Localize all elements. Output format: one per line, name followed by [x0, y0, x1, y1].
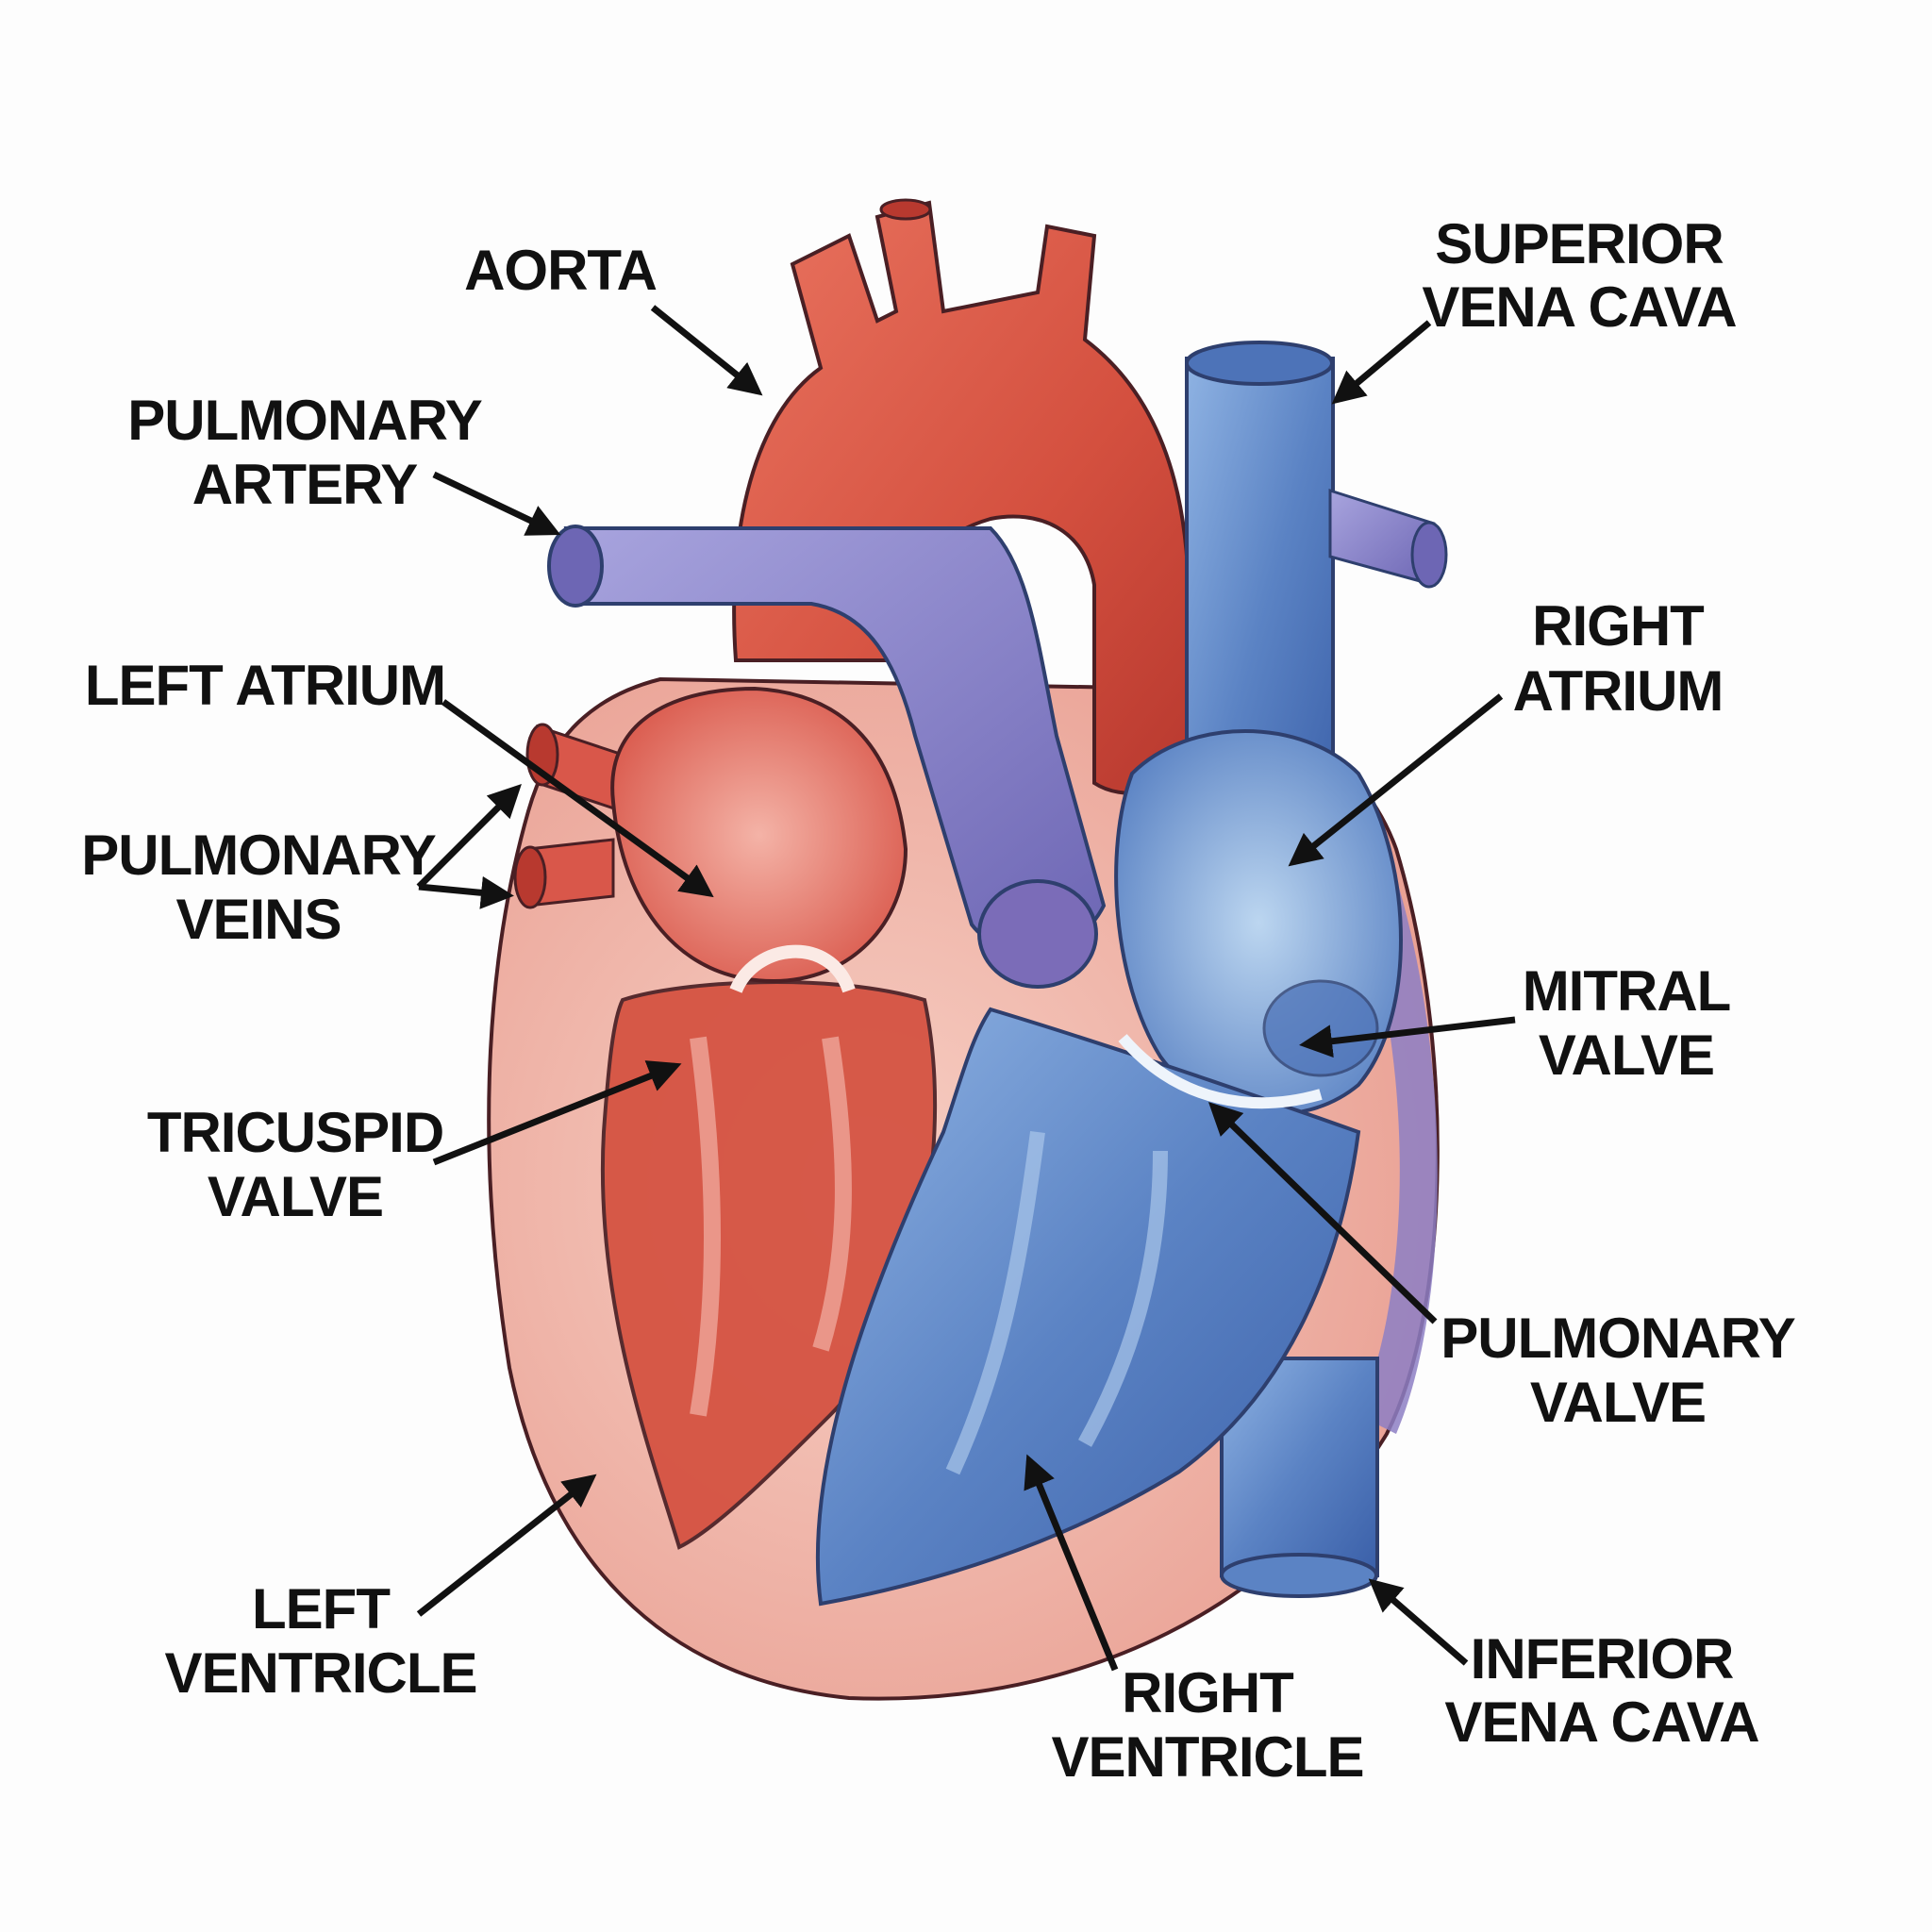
- label-right-ventricle-line2: VENTRICLE: [1051, 1725, 1363, 1789]
- label-tricuspid-valve-line2: VALVE: [208, 1165, 383, 1228]
- arrow-left-atrium: [441, 699, 714, 898]
- arrow-inferior-vena-cava: [1368, 1578, 1469, 1666]
- arrow-pulmonary-veins-upper: [416, 784, 522, 890]
- vena-cava-vessels: [1185, 341, 1448, 1598]
- right-ventricle-chamber: [815, 1007, 1361, 1607]
- arrow-superior-vena-cava: [1331, 320, 1432, 405]
- labels: AORTA SUPERIOR VENA CAVA PULMONARY ARTER…: [81, 212, 1796, 1789]
- arrow-right-ventricle: [1024, 1454, 1119, 1672]
- label-pulmonary-artery-line2: ARTERY: [192, 453, 418, 516]
- label-right-ventricle-line1: RIGHT: [1122, 1661, 1293, 1724]
- pulmonary-artery-vessel: [547, 525, 1107, 989]
- right-atrium-chamber: [1114, 729, 1403, 1117]
- arrow-mitral-valve: [1299, 1016, 1516, 1058]
- label-tricuspid-valve-line1: TRICUSPID: [147, 1101, 443, 1164]
- label-pulmonary-veins-line2: VEINS: [175, 888, 341, 951]
- left-ventricle-chamber: [600, 944, 938, 1550]
- label-inferior-vena-cava-line1: INFERIOR: [1471, 1627, 1734, 1690]
- label-superior-vena-cava-line2: VENA CAVA: [1422, 275, 1736, 339]
- label-left-ventricle-line1: LEFT: [252, 1577, 390, 1641]
- label-left-ventricle-line2: VENTRICLE: [164, 1641, 476, 1705]
- arrow-tricuspid-valve: [432, 1060, 682, 1166]
- label-pulmonary-valve-line2: VALVE: [1530, 1371, 1706, 1434]
- label-pulmonary-veins-line1: PULMONARY: [81, 824, 436, 887]
- label-right-atrium-line2: ATRIUM: [1513, 659, 1724, 723]
- label-pulmonary-valve-line1: PULMONARY: [1441, 1307, 1795, 1370]
- label-aorta: AORTA: [464, 239, 657, 302]
- arrow-left-ventricle: [416, 1474, 597, 1617]
- label-superior-vena-cava-line1: SUPERIOR: [1435, 212, 1724, 275]
- label-right-atrium-line1: RIGHT: [1532, 594, 1704, 658]
- label-left-atrium: LEFT ATRIUM: [85, 654, 445, 717]
- label-arrows: [416, 305, 1516, 1672]
- arrow-aorta: [650, 305, 763, 396]
- label-pulmonary-artery-line1: PULMONARY: [127, 389, 482, 452]
- arrow-pulmonary-veins-lower: [418, 875, 514, 909]
- arrow-pulmonary-valve: [1208, 1102, 1438, 1324]
- label-mitral-valve-line2: VALVE: [1539, 1024, 1714, 1087]
- label-mitral-valve-line1: MITRAL: [1523, 959, 1731, 1023]
- arrow-pulmonary-artery: [432, 471, 561, 536]
- label-inferior-vena-cava-line2: VENA CAVA: [1444, 1690, 1758, 1754]
- left-atrium-chamber: [610, 686, 908, 984]
- arrow-right-atrium: [1288, 693, 1504, 867]
